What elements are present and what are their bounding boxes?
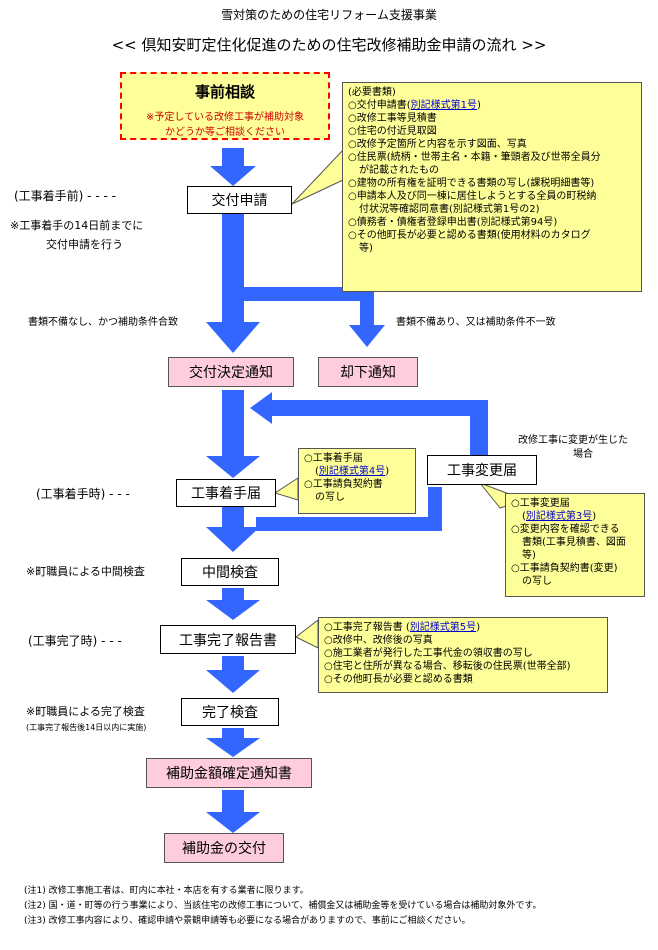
label-on-completion: (工事完了時) - - - [28,634,122,648]
footnote-1: (注1) 改修工事施工者は、町内に本社・本店を有する業者に限ります。 [24,886,309,896]
arrow-interim-to-completion [222,588,244,600]
start-docs-note: ○工事着手届 (別記様式第4号) ○工事請負契約書 の写し [298,448,416,514]
label-final-subnote: (工事完了報告後14日以内に実施) [26,723,147,732]
arrow-inspection-to-amount [222,728,244,738]
arrow-head [206,322,260,353]
completion-docs-item-2: ○改修中、改修後の写真 [324,635,433,646]
required-docs-item: ○建物の所有権を証明できる書類の写し(課税明細書等) [348,178,595,189]
step-decision: 交付決定通知 [168,357,294,387]
change-docs-item-2: ○変更内容を確認できる [511,524,620,535]
arrow-branch-to-rejection [222,287,372,301]
arrow-head [206,527,260,552]
change-docs-item-1: ○工事変更届 [511,498,570,509]
required-docs-item: ○住民票(続柄・世帯主名・本籍・筆頭者及び世帯全員分 [348,152,601,163]
completion-docs-item-4: ○住宅と住所が異なる場合、移転後の住民票(世帯全部) [324,661,571,672]
arrow-decision-to-start [222,390,244,456]
step-rejection: 却下通知 [318,357,418,387]
change-docs-item-3: ○工事請負契約書(変更) [511,563,618,574]
arrow-head [210,166,256,186]
footnote-3: (注3) 改修工事内容により、確認申請や景観申請等も必要になる場合がありますので… [24,916,471,926]
label-before-start: (工事着手前) - - - - [14,189,116,203]
change-docs-item-3b: の写し [522,576,552,587]
start-docs-item-2b: の写し [315,492,345,503]
callout-pointer-start-docs [273,477,299,501]
step-start-notice: 工事着手届 [176,479,276,507]
pre-consultation-note-2: かどうか等ご相談ください [165,127,285,138]
required-docs-heading: (必要書類) [348,87,396,98]
completion-docs-item-1: ○工事完了報告書 (別記様式第5号) [324,622,481,633]
label-ng-branch: 書類不備あり、又は補助条件不一致 [396,317,556,328]
required-docs-item: が記載されたもの [359,165,439,176]
callout-pointer-required-docs [291,148,344,205]
label-interim-inspection: ※町職員による中間検査 [26,565,145,578]
form-3-link[interactable]: 別記様式第3号 [525,511,593,522]
change-docs-item-2c: 等) [522,550,536,561]
required-docs-item: ○交付申請書(別記様式第1号) [348,100,481,111]
required-docs-note: (必要書類) ○交付申請書(別記様式第1号) ○改修工事等見積書 ○住宅の付近見取図… [342,82,642,292]
arrow-head [206,600,260,620]
arrow-amount-to-grant [222,790,244,812]
step-completion-report: 工事完了報告書 [160,625,296,654]
arrow-head [250,392,272,424]
required-docs-item: ○申請本人及び同一棟に居住しようとする全員の町税納 [348,191,597,202]
required-docs-item: ○債務者・債権者登録申出書(別記様式第94号) [348,217,558,228]
label-ok-branch: 書類不備なし、かつ補助条件合致 [28,317,178,328]
label-deadline-1: ※工事着手の14日前までに [10,219,144,232]
step-completion-inspection: 完了検査 [181,698,279,726]
step-amount-notice: 補助金額確定通知書 [146,758,312,788]
arrow-start-to-interim [222,507,244,527]
form-4-link[interactable]: 別記様式第4号 [318,466,386,477]
completion-docs-item-3: ○施工業者が発行した工事代金の領収書の写し [324,648,533,659]
change-docs-note: ○工事変更届 (別記様式第3号) ○変更内容を確認できる 書類(工事見積書、図面… [505,493,645,597]
label-change-2: 場合 [573,449,593,460]
arrow-head [206,456,260,478]
required-docs-item: 等) [359,243,373,254]
change-docs-item-1-form: (別記様式第3号) [522,511,597,522]
required-docs-item: 付状況等確認同意書(別記様式第1号の2) [359,204,540,215]
required-docs-item: ○その他町長が必要と認める書類(使用材料のカタログ [348,230,591,241]
label-deadline-2: 交付申請を行う [46,238,123,251]
label-on-start: (工事着手時) - - - [36,487,130,501]
start-docs-item-2: ○工事請負契約書 [304,479,383,490]
pre-consultation-box: 事前相談 ※予定している改修工事が補助対象 かどうか等ご相談ください [120,72,330,140]
label-change-1: 改修工事に変更が生じた [518,435,628,446]
step-application: 交付申請 [187,186,292,214]
arrow-head [206,738,260,757]
pre-consultation-title: 事前相談 [194,83,255,101]
arrow-head [206,670,260,693]
arrow-application-to-decision [222,212,244,322]
form-1-link[interactable]: 別記様式第1号 [410,100,478,111]
step-interim-inspection: 中間検査 [181,558,279,586]
arrow-head [206,812,260,833]
callout-pointer-completion-docs [295,618,319,649]
page-title: << 倶知安町定住化促進のための住宅改修補助金申請の流れ >> [111,36,547,54]
step-grant: 補助金の交付 [164,833,284,863]
completion-docs-item-5: ○その他町長が必要と認める書類 [324,674,473,685]
form-5-link[interactable]: 別記様式第5号 [409,622,477,633]
arrow-head [349,325,385,347]
completion-docs-note: ○工事完了報告書 (別記様式第5号) ○改修中、改修後の写真 ○施工業者が発行し… [318,617,608,693]
start-docs-item-1: ○工事着手届 [304,453,363,464]
required-docs-item: ○改修工事等見積書 [348,113,437,124]
change-docs-item-2b: 書類(工事見積書、図面 [522,537,626,548]
label-final-inspection: ※町職員による完了検査 [26,705,145,718]
footnote-2: (注2) 国・道・町等の行う事業により、当該住宅の改修工事について、補償金又は補… [24,901,542,911]
required-docs-item: ○住宅の付近見取図 [348,126,437,137]
arrow-completion-to-inspection [222,656,244,670]
arrow-consult-to-application [222,148,244,166]
required-docs-item: ○改修予定箇所と内容を示す図面、写真 [348,139,527,150]
program-title: 雪対策のための住宅リフォーム支援事業 [221,8,437,22]
step-change-notice: 工事変更届 [427,455,537,485]
start-docs-item-1-form: (別記様式第4号) [315,466,390,477]
pre-consultation-note-1: ※予定している改修工事が補助対象 [145,112,305,123]
